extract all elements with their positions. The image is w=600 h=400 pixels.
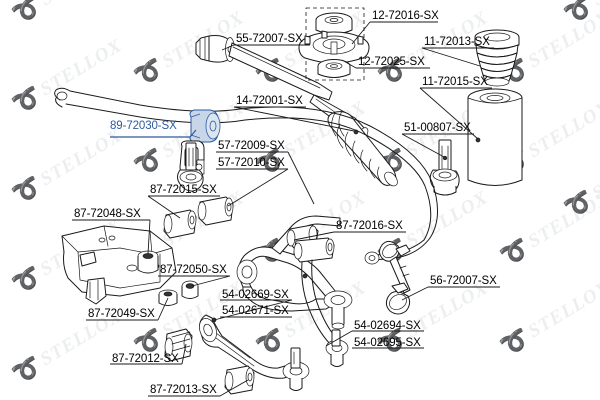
part-drawing-upper-control-arm bbox=[236, 215, 353, 330]
part-drawing-bushing-87-72015 bbox=[163, 209, 197, 239]
part-label-steering-rack-boot[interactable]: 14-72001-SX bbox=[236, 95, 303, 107]
part-drawing-stabilizer-bushing-highlighted bbox=[189, 109, 221, 143]
part-label-subframe-bushing-upper[interactable]: 87-72048-SX bbox=[74, 208, 141, 220]
part-label-arm-bushing-rear[interactable]: 87-72013-SX bbox=[150, 384, 217, 396]
part-label-strut-mount[interactable]: 12-72016-SX bbox=[372, 10, 439, 22]
part-drawing-upper-ball-joints bbox=[177, 142, 234, 226]
part-drawing-stabilizer-link bbox=[379, 240, 411, 315]
part-label-upper-ball-joint-left[interactable]: 57-72009-SX bbox=[218, 140, 285, 152]
part-label-strut-mount-bearing[interactable]: 12-72025-SX bbox=[358, 56, 425, 68]
part-label-inner-tie-rod[interactable]: 55-72007-SX bbox=[236, 33, 303, 45]
part-label-dust-cover[interactable]: 11-72015-SX bbox=[422, 76, 488, 88]
part-drawing-bushing-87-72013 bbox=[224, 365, 255, 395]
part-drawing-bushing-87-72050 bbox=[181, 280, 199, 299]
part-label-arm-bushing-front[interactable]: 87-72012-SX bbox=[112, 353, 179, 365]
part-drawing-outer-tie-rod-end bbox=[429, 139, 460, 196]
part-label-bump-stop[interactable]: 11-72013-SX bbox=[424, 36, 490, 48]
part-label-control-arm-bushing-a[interactable]: 87-72015-SX bbox=[150, 184, 217, 196]
part-label-subframe-bushing-lower[interactable]: 87-72049-SX bbox=[88, 308, 155, 320]
part-drawing-strut-mount bbox=[298, 7, 370, 81]
leader-lines bbox=[72, 21, 500, 397]
part-label-outer-tie-rod-end[interactable]: 51-00807-SX bbox=[404, 122, 471, 134]
part-label-lower-arm-rear-left[interactable]: 54-02694-SX bbox=[354, 320, 421, 332]
part-label-lower-control-arm-right[interactable]: 54-02671-SX bbox=[222, 305, 289, 317]
part-label-control-arm-bushing-b[interactable]: 87-72016-SX bbox=[336, 220, 403, 232]
part-label-stabilizer-bushing[interactable]: 89-72030-SX bbox=[110, 120, 177, 132]
part-drawing-stabilizer-bar bbox=[54, 87, 438, 265]
part-drawing-rack-boot bbox=[327, 110, 398, 187]
part-label-stabilizer-link[interactable]: 56-72007-SX bbox=[430, 275, 497, 287]
part-drawing-bushing-87-72012 bbox=[164, 328, 193, 362]
part-label-lower-control-arm-left[interactable]: 54-02669-SX bbox=[222, 289, 289, 301]
part-label-lower-arm-rear-right[interactable]: 54-02695-SX bbox=[354, 337, 421, 349]
part-label-control-arm-bushing-c[interactable]: 87-72050-SX bbox=[160, 264, 227, 276]
part-drawing-subframe bbox=[61, 225, 178, 306]
part-label-upper-ball-joint-right[interactable]: 57-72010-SX bbox=[218, 157, 285, 169]
part-drawing-dust-cover bbox=[467, 88, 523, 186]
part-drawing-rear-lower-arm bbox=[293, 237, 349, 367]
